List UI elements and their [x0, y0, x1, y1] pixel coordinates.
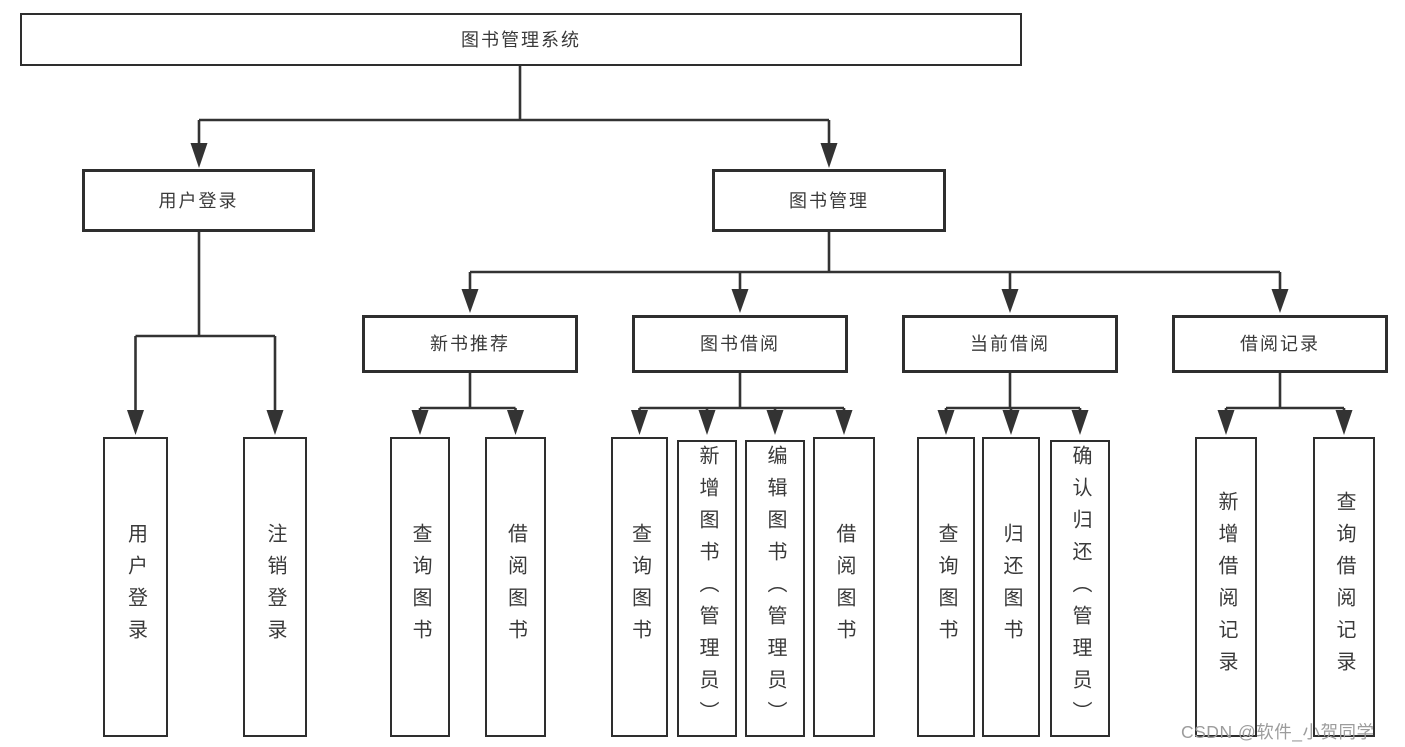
leaf-bb-add-books-admin: 新增图书（管理员）: [677, 440, 737, 737]
node-book-management: 图书管理: [712, 169, 946, 232]
node-user-login: 用户登录: [82, 169, 315, 232]
csdn-watermark: CSDN @软件_小贺同学: [1181, 722, 1375, 742]
node-library-system-label: 图书管理系统: [461, 29, 581, 50]
leaf-user-login-label: 用户登录: [124, 523, 147, 651]
leaf-cb-confirm-return-admin: 确认归还（管理员）: [1050, 440, 1110, 737]
leaf-nb-borrow-books: 借阅图书: [485, 437, 546, 737]
leaf-user-login: 用户登录: [103, 437, 168, 737]
leaf-bb-borrow-books: 借阅图书: [813, 437, 875, 737]
leaf-bb-borrow-books-label: 借阅图书: [833, 523, 855, 651]
node-new-book-recommend-label: 新书推荐: [430, 334, 510, 354]
leaf-bb-add-books-admin-label: 新增图书（管理员）: [696, 444, 718, 733]
node-current-borrow: 当前借阅: [902, 315, 1118, 373]
node-book-borrow: 图书借阅: [632, 315, 848, 373]
leaf-bb-edit-books-admin-label: 编辑图书（管理员）: [764, 444, 786, 733]
node-user-login-label: 用户登录: [158, 190, 239, 211]
leaf-nb-borrow-books-label: 借阅图书: [504, 523, 527, 651]
leaf-bb-query-books: 查询图书: [611, 437, 668, 737]
leaf-cb-return-books: 归还图书: [982, 437, 1040, 737]
node-current-borrow-label: 当前借阅: [970, 334, 1050, 354]
leaf-bb-edit-books-admin: 编辑图书（管理员）: [745, 440, 805, 737]
leaf-bb-query-books-label: 查询图书: [628, 523, 651, 651]
leaf-br-query-record-label: 查询借阅记录: [1333, 491, 1355, 683]
leaf-br-query-record: 查询借阅记录: [1313, 437, 1375, 737]
node-borrow-records-label: 借阅记录: [1240, 334, 1320, 354]
node-book-management-label: 图书管理: [789, 190, 869, 211]
leaf-br-add-record: 新增借阅记录: [1195, 437, 1257, 737]
leaf-logout-label: 注销登录: [264, 523, 286, 651]
node-book-borrow-label: 图书借阅: [700, 334, 780, 354]
node-new-book-recommend: 新书推荐: [362, 315, 578, 373]
leaf-cb-return-books-label: 归还图书: [1000, 523, 1022, 651]
leaf-br-add-record-label: 新增借阅记录: [1215, 491, 1237, 683]
node-borrow-records: 借阅记录: [1172, 315, 1388, 373]
leaf-logout: 注销登录: [243, 437, 307, 737]
node-library-system: 图书管理系统: [20, 13, 1022, 66]
leaf-cb-query-books: 查询图书: [917, 437, 975, 737]
leaf-cb-query-books-label: 查询图书: [935, 523, 957, 651]
leaf-nb-query-books-label: 查询图书: [409, 523, 431, 651]
leaf-nb-query-books: 查询图书: [390, 437, 450, 737]
leaf-cb-confirm-return-admin-label: 确认归还（管理员）: [1069, 444, 1091, 733]
